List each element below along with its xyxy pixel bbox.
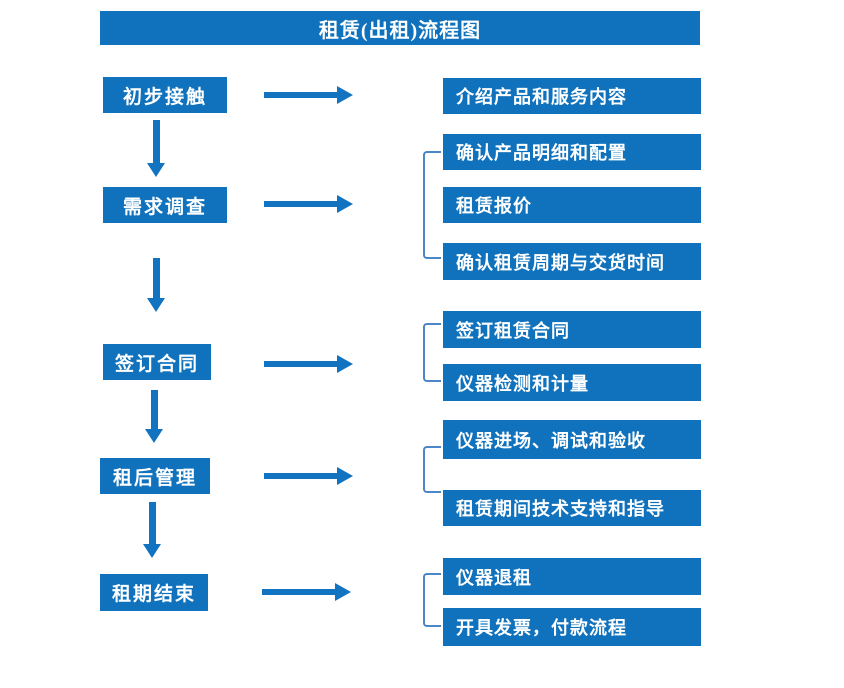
arrow-down-icon bbox=[143, 502, 161, 558]
detail-confirm-period: 确认租赁周期与交货时间 bbox=[443, 243, 701, 280]
detail-sign-rental-contract: 签订租赁合同 bbox=[443, 311, 701, 348]
arrow-down-icon bbox=[147, 258, 165, 312]
step-needs-survey: 需求调查 bbox=[103, 187, 227, 223]
arrow-right-icon bbox=[264, 86, 353, 104]
step-sign-contract: 签订合同 bbox=[103, 344, 211, 380]
step-rental-end: 租期结束 bbox=[100, 574, 208, 611]
detail-instrument-testing: 仪器检测和计量 bbox=[443, 364, 701, 401]
group-bracket-icon bbox=[423, 323, 441, 382]
group-bracket-icon bbox=[423, 573, 441, 627]
arrow-right-icon bbox=[264, 355, 353, 373]
detail-tech-support: 租赁期间技术支持和指导 bbox=[443, 490, 701, 526]
detail-confirm-product-spec: 确认产品明细和配置 bbox=[443, 134, 701, 170]
arrow-down-icon bbox=[145, 390, 163, 443]
group-bracket-icon bbox=[423, 151, 441, 259]
page-title: 租赁(出租)流程图 bbox=[100, 11, 700, 45]
arrow-right-icon bbox=[264, 467, 353, 485]
detail-invoice-payment: 开具发票，付款流程 bbox=[443, 608, 701, 646]
step-post-rental-mgmt: 租后管理 bbox=[100, 458, 210, 494]
detail-instrument-setup: 仪器进场、调试和验收 bbox=[443, 420, 701, 459]
arrow-right-icon bbox=[264, 195, 353, 213]
detail-instrument-return: 仪器退租 bbox=[443, 558, 701, 595]
arrow-down-icon bbox=[147, 120, 165, 177]
detail-rental-quote: 租赁报价 bbox=[443, 187, 701, 223]
detail-introduce-products: 介绍产品和服务内容 bbox=[443, 78, 701, 114]
step-initial-contact: 初步接触 bbox=[103, 77, 227, 113]
arrow-right-icon bbox=[262, 583, 351, 601]
group-bracket-icon bbox=[423, 446, 441, 493]
